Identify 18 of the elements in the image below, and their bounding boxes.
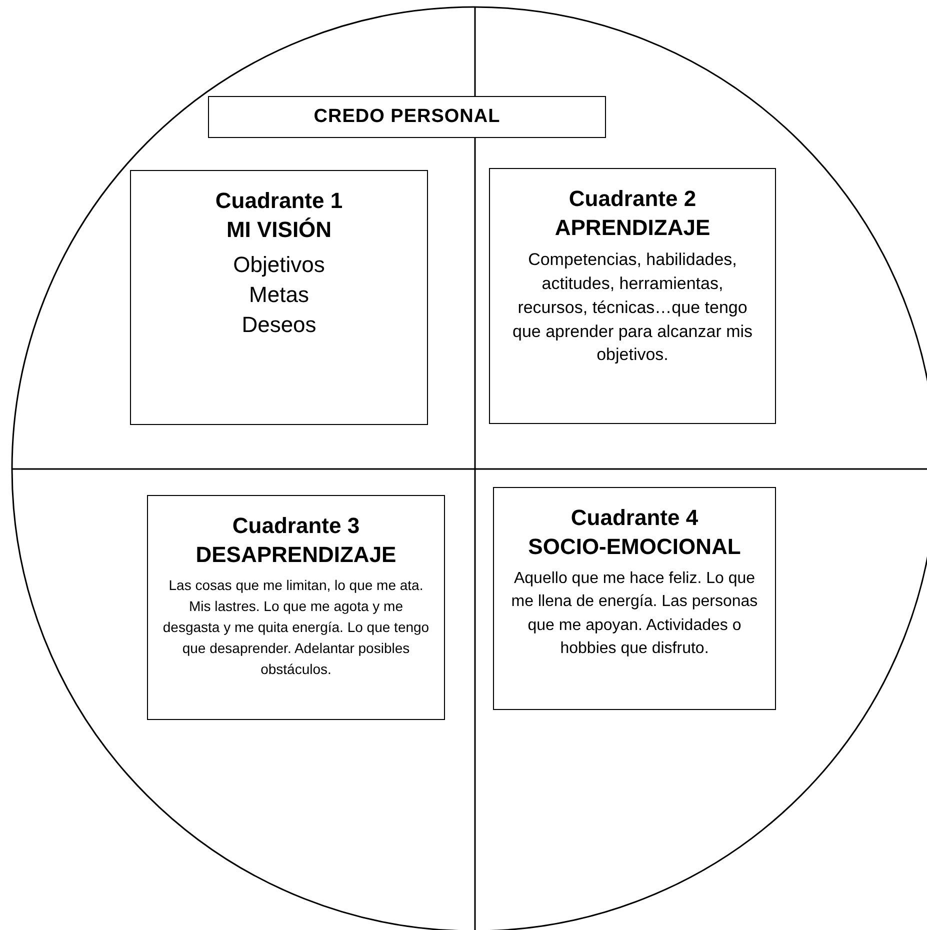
quadrant-description: Competencias, habilidades, actitudes, herramientas, recursos, técnicas…que tengo que aprender para alcanzar mis objetivos. — [511, 249, 754, 366]
quadrant-box — [130, 170, 428, 425]
quadrant-description: Las cosas que me limitan, lo que me ata. Mis lastres. Lo que me agota y me desgasta y me quita energía. Lo que tengo que desaprender. Adelantar posibles obstáculos. — [162, 576, 430, 680]
quadrant-number: Cuadrante 2 — [568, 185, 698, 213]
quadrant-box — [493, 487, 776, 710]
quadrant-box — [147, 495, 445, 720]
quadrant-heading: SOCIO-EMOCIONAL — [527, 532, 742, 561]
quadrant-heading: DESAPRENDIZAJE — [194, 540, 398, 569]
quadrant-heading: APRENDIZAJE — [554, 214, 712, 242]
quadrant-heading: MI VISIÓN — [225, 216, 333, 244]
quadrant-number: Cuadrante 4 — [570, 504, 700, 532]
title-box — [208, 96, 606, 138]
quadrant-box — [489, 168, 776, 424]
title-text: CREDO PERSONAL — [312, 106, 502, 129]
quadrant-number: Cuadrante 3 — [231, 512, 361, 540]
quadrant-description: Objetivos Metas Deseos — [232, 251, 326, 339]
quadrant-description: Aquello que me hace feliz. Lo que me llena de energía. Las personas que me apoyan. Actividades o hobbies que disfruto. — [510, 569, 759, 659]
quadrant-number: Cuadrante 1 — [214, 187, 344, 215]
